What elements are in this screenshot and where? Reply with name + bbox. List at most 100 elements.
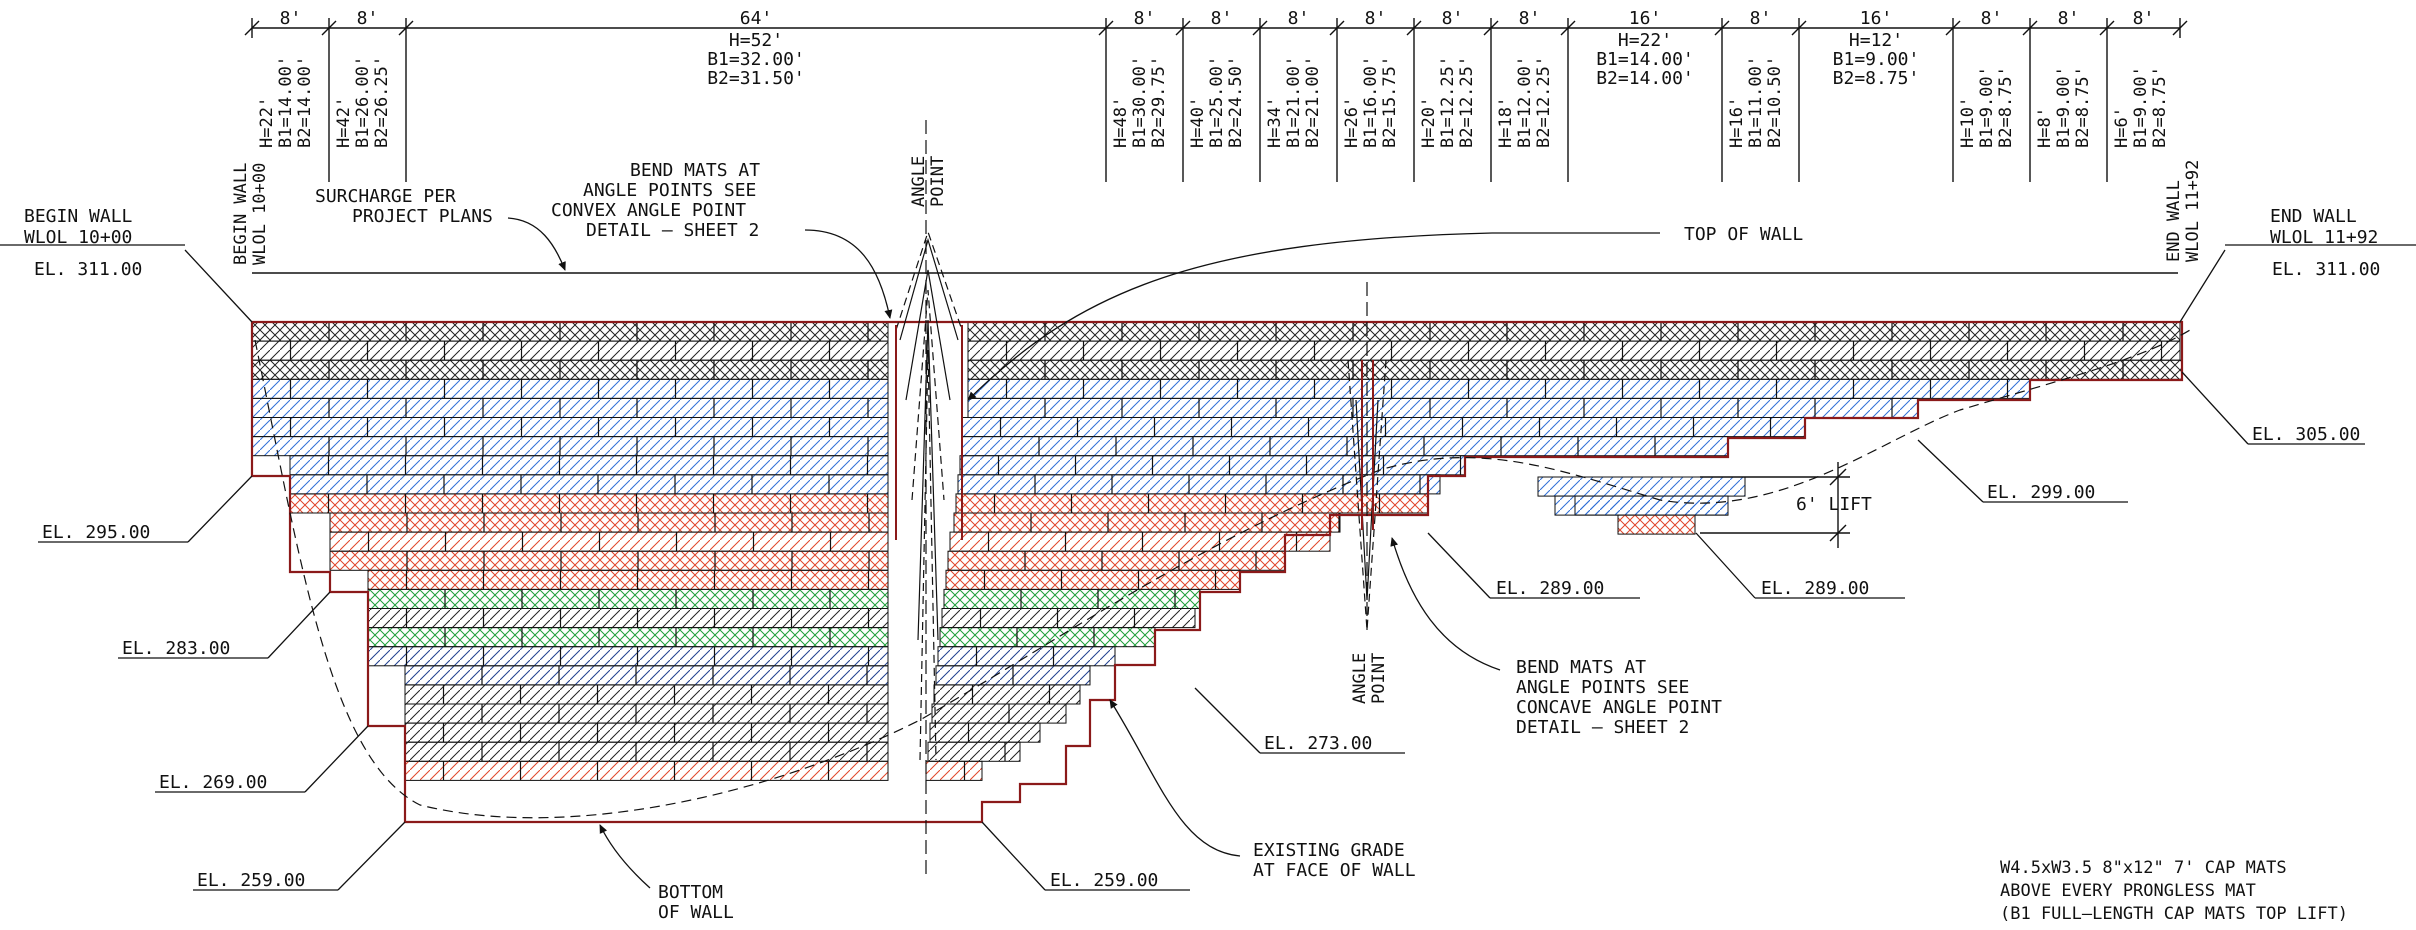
bend-concave-label-line-3: CONCAVE ANGLE POINT — [1516, 697, 1722, 718]
elevation-311-right: EL. 311.00 — [2272, 259, 2380, 280]
segment-spec-label: B2=12.25' — [1534, 56, 1554, 148]
segment-spec-label: H=34' — [1265, 97, 1285, 148]
mat-row — [367, 627, 1156, 648]
segment-spec-label: H=22' — [1618, 30, 1672, 51]
elevation-311-left: EL. 311.00 — [34, 259, 142, 280]
segment-length-label: 8' — [1288, 8, 1310, 29]
mat-row — [404, 741, 1021, 762]
segment-spec-label: B1=30.00' — [1130, 56, 1150, 148]
mat-row — [367, 646, 1116, 667]
segment-length-label: 16' — [1629, 8, 1662, 29]
segment-spec-label: H=20' — [1419, 97, 1439, 148]
mat-row — [251, 436, 1729, 457]
mat-row — [289, 474, 1441, 495]
convex-angle-point-bend — [895, 120, 963, 880]
mat-row — [404, 760, 983, 781]
elevation-259-right: EL. 259.00 — [1050, 870, 1158, 891]
bend-concave-label-line-2: ANGLE POINTS SEE — [1516, 677, 1689, 698]
segment-dimension-labels: 8'H=22'B1=14.00'B2=14.00'8'H=42'B1=26.00… — [257, 8, 2170, 148]
segment-length-label: 16' — [1860, 8, 1893, 29]
segment-spec-label: B1=14.00' — [276, 56, 296, 148]
surcharge-label-line-2: PROJECT PLANS — [352, 206, 493, 227]
segment-spec-label: H=12' — [1849, 30, 1903, 51]
bend-convex-label-line-4: DETAIL – SHEET 2 — [586, 220, 759, 241]
bend-convex-label-line-2: ANGLE POINTS SEE — [583, 180, 756, 201]
mat-row — [367, 608, 1196, 629]
bend-convex-label-line-3: CONVEX ANGLE POINT — [551, 200, 746, 221]
segment-spec-label: B1=26.00' — [353, 56, 373, 148]
existing-grade-label-line-1: EXISTING GRADE — [1253, 840, 1405, 861]
segment-spec-label: B1=32.00' — [707, 49, 805, 70]
segment-spec-label: B2=14.00' — [295, 56, 315, 148]
bottom-of-wall-label-line-2: OF WALL — [658, 902, 734, 923]
segment-spec-label: B2=26.25' — [372, 56, 392, 148]
segment-length-label: 8' — [280, 8, 302, 29]
segment-spec-label: B1=9.00' — [1833, 49, 1920, 70]
mat-row — [1537, 476, 1746, 497]
begin-wall-vertical-line-2: WLOL 10+00 — [250, 163, 270, 265]
segment-length-label: 8' — [357, 8, 379, 29]
lift-label: 6' LIFT — [1796, 494, 1872, 515]
begin-wall-vertical-label: BEGIN WALL WLOL 10+00 — [231, 163, 270, 265]
segment-spec-label: H=6' — [2112, 107, 2132, 148]
segment-spec-label: B1=9.00' — [2131, 66, 2151, 148]
segment-spec-label: H=16' — [1727, 97, 1747, 148]
existing-grade-label-line-2: AT FACE OF WALL — [1253, 860, 1416, 881]
begin-wall-label-line-2: WLOL 10+00 — [24, 227, 132, 248]
begin-wall-vertical-line-1: BEGIN WALL — [231, 163, 251, 265]
elevation-305: EL. 305.00 — [2252, 424, 2360, 445]
mat-row — [404, 703, 1067, 724]
mat-row — [404, 665, 1091, 686]
segment-spec-label: H=42' — [334, 97, 354, 148]
segment-spec-label: B1=25.00' — [1207, 56, 1227, 148]
mat-row — [329, 512, 1341, 533]
mat-row — [251, 359, 2183, 380]
wall-mat-rows — [250, 320, 2184, 824]
segment-length-label: 8' — [1750, 8, 1772, 29]
segment-length-label: 8' — [1519, 8, 1541, 29]
dimension-strip — [244, 18, 2188, 182]
segment-spec-label: B1=16.00' — [1361, 56, 1381, 148]
segment-spec-label: H=40' — [1188, 97, 1208, 148]
elevation-289-b: EL. 289.00 — [1761, 578, 1869, 599]
angle-point-top-label: ANGLE POINT — [909, 156, 948, 207]
segment-spec-label: H=48' — [1111, 97, 1131, 148]
segment-spec-label: B1=12.00' — [1515, 56, 1535, 148]
bend-concave-label-line-4: DETAIL – SHEET 2 — [1516, 717, 1689, 738]
segment-spec-label: H=8' — [2035, 107, 2055, 148]
callout-leaders — [0, 217, 2416, 891]
bottom-of-wall-label-line-1: BOTTOM — [658, 882, 723, 903]
elevation-283: EL. 283.00 — [122, 638, 230, 659]
segment-spec-label: B1=9.00' — [2054, 66, 2074, 148]
end-wall-vertical-line-1: END WALL — [2164, 180, 2184, 262]
segment-spec-label: B2=14.00' — [1596, 68, 1694, 89]
end-wall-label-line-2: WLOL 11+92 — [2270, 227, 2378, 248]
segment-length-label: 8' — [2133, 8, 2155, 29]
angle-point-bottom-line-2: POINT — [1369, 653, 1389, 704]
elevation-289-a: EL. 289.00 — [1496, 578, 1604, 599]
mat-row — [289, 455, 1466, 476]
segment-spec-label: H=22' — [257, 97, 277, 148]
cap-mat-note-line-1: W4.5xW3.5 8"x12" 7' CAP MATS — [2000, 858, 2287, 878]
angle-point-bottom-label: ANGLE POINT — [1350, 653, 1389, 704]
mat-row — [329, 531, 1331, 552]
segment-spec-label: B2=8.75' — [2073, 66, 2093, 148]
concave-angle-point-bend — [1347, 282, 1387, 631]
segment-spec-label: B2=8.75' — [2150, 66, 2170, 148]
elevation-299: EL. 299.00 — [1987, 482, 2095, 503]
mat-row — [289, 493, 1429, 514]
segment-spec-label: B2=24.50' — [1226, 56, 1246, 148]
segment-length-label: 8' — [1442, 8, 1464, 29]
callout-texts: BEGIN WALL WLOL 10+00 EL. 311.00 END WAL… — [24, 160, 2380, 924]
segment-spec-label: B1=21.00' — [1284, 56, 1304, 148]
mat-row — [404, 684, 1081, 705]
segment-spec-label: B2=8.75' — [1996, 66, 2016, 148]
segment-spec-label: B2=29.75' — [1149, 56, 1169, 148]
segment-spec-label: H=18' — [1496, 97, 1516, 148]
segment-spec-label: H=52' — [729, 30, 783, 51]
segment-length-label: 8' — [2058, 8, 2080, 29]
segment-length-label: 64' — [740, 8, 773, 29]
segment-length-label: 8' — [1365, 8, 1387, 29]
end-wall-vertical-line-2: WLOL 11+92 — [2183, 160, 2203, 262]
